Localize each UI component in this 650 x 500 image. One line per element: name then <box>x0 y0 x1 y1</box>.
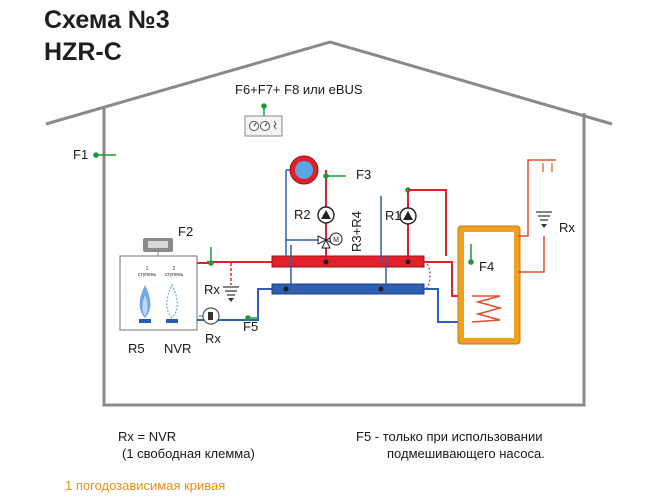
sensor-label-f5: F5 <box>243 319 258 334</box>
pump-label-r1: R1 <box>385 208 402 223</box>
return-pump-icon <box>199 307 220 325</box>
rx-label-lower: Rx <box>205 331 221 346</box>
boiler-label-nvr: NVR <box>164 341 191 356</box>
scheme-model: HZR-C <box>44 38 122 66</box>
sensor-label-f2: F2 <box>178 224 193 239</box>
room-controllers-label: F6+F7+ F8 или eBUS <box>235 82 363 97</box>
heating-circuit-icon <box>289 155 319 185</box>
pump-icon <box>317 206 335 224</box>
mixer-label-r3r4: R3+R4 <box>349 211 364 252</box>
sensor-dot <box>261 103 267 109</box>
flame-outline-icon <box>166 283 178 323</box>
sensor-label-f4: F4 <box>479 259 494 274</box>
note-right-line1: F5 - только при использовании <box>356 429 543 444</box>
radiator-valve-icon <box>223 286 239 302</box>
hydraulic-separator-icon <box>271 255 425 295</box>
motor-label: M <box>333 237 339 244</box>
svg-text:ступень: ступень <box>165 272 184 278</box>
pump-icon <box>399 207 417 225</box>
water-heater-icon <box>457 225 521 345</box>
note-left: Rx = NVR (1 свободная клемма) <box>118 428 255 462</box>
flame-icon <box>139 285 151 323</box>
mixing-valve-icon: M <box>317 232 343 249</box>
boiler-label-r5: R5 <box>128 341 145 356</box>
scheme-title: Схема №3 <box>44 6 170 34</box>
svg-text:1: 1 <box>146 266 149 272</box>
rx-label-upper: Rx <box>204 282 220 297</box>
circulation-pump-icon <box>536 211 552 228</box>
sensor-dot <box>245 315 251 321</box>
svg-text:ступень: ступень <box>138 272 157 278</box>
note-left-line1: Rx = NVR <box>118 429 177 444</box>
boiler-icon <box>119 238 198 331</box>
pump-label-r2: R2 <box>294 207 311 222</box>
sensor-label-f3: F3 <box>356 167 371 182</box>
sensor-label-f1: F1 <box>73 147 88 162</box>
rx-label-right: Rx <box>559 220 575 235</box>
sensor-dot <box>323 173 329 179</box>
footer-note: 1 погодозависимая кривая <box>65 478 226 493</box>
svg-text:2: 2 <box>173 266 176 272</box>
hot-water-tap-icon <box>542 163 553 172</box>
note-right-line2: подмешивающего насоса. <box>387 446 545 461</box>
outdoor-sensor-dot <box>93 152 99 158</box>
sensor-dot <box>208 260 214 266</box>
sensor-dot <box>468 259 474 265</box>
room-thermostat-icon <box>244 115 283 137</box>
note-left-line2: (1 свободная клемма) <box>122 446 255 461</box>
note-right: F5 - только при использовании подмешиваю… <box>356 428 545 462</box>
house-outline <box>45 40 613 407</box>
